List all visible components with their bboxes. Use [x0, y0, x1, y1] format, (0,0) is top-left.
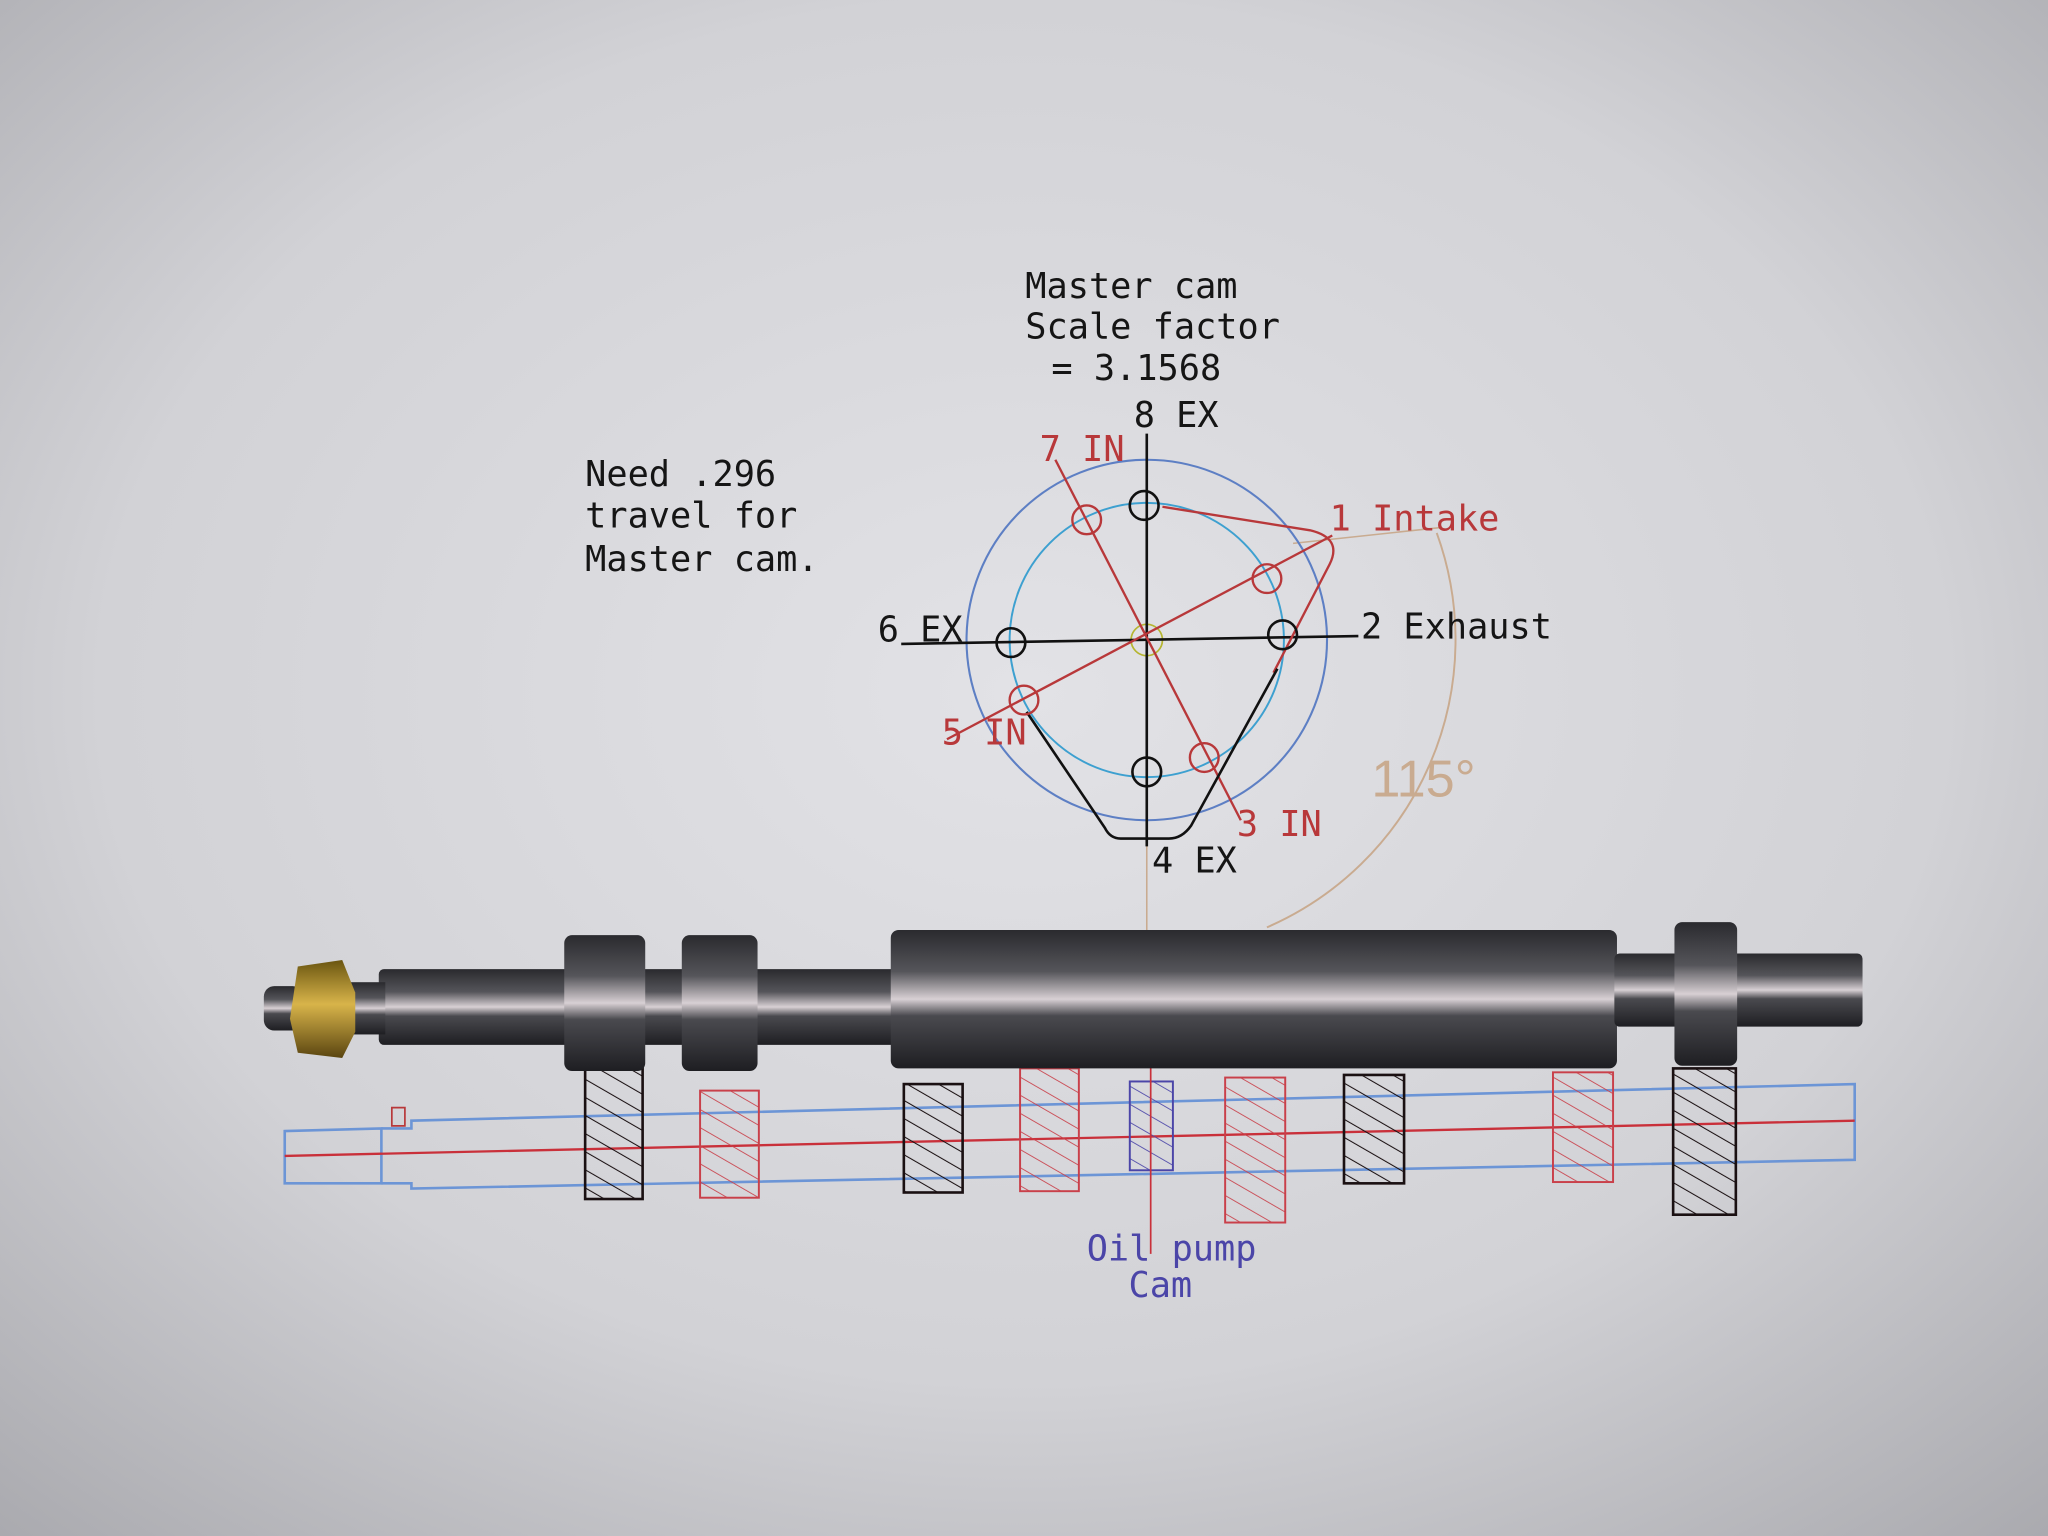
shaft-drawing: Oil pump Cam [283, 1060, 1856, 1306]
camshaft-photo [263, 922, 1863, 1072]
exhaust-lobe [1671, 1067, 1738, 1216]
shaft-collar [1674, 922, 1738, 1066]
exhaust-follower-2 [1266, 619, 1299, 651]
angle-label: 115° [1371, 751, 1475, 809]
exhaust-lobe [1342, 1073, 1406, 1185]
label-7-in: 7 IN [1040, 429, 1125, 470]
intake-follower-3 [1188, 742, 1220, 774]
label-6-ex: 6 EX [878, 609, 963, 650]
oil-pump-label: Oil pump [1087, 1228, 1257, 1269]
shaft-collar [564, 935, 646, 1072]
travel-note: Need .296 travel for Master cam. [585, 454, 818, 580]
note-line: Master cam. [585, 539, 818, 580]
label-4-ex: 4 EX [1152, 840, 1237, 881]
note-line: Master cam [1025, 266, 1237, 307]
key-outline [390, 1106, 406, 1127]
intake-follower-7 [1071, 504, 1103, 536]
exhaust-lobe [583, 1067, 644, 1201]
master-cam-note: Master cam Scale factor = 3.1568 [1025, 266, 1280, 389]
note-line: travel for [585, 496, 797, 537]
horizontal-axis [901, 634, 1359, 646]
cam-diagram: 115° 8 EX 7 IN 1 Intake 6 EX 2 Exhaust 5… [878, 395, 1552, 930]
oil-pump-label: Cam [1128, 1265, 1192, 1306]
exhaust-follower-4 [1131, 756, 1163, 788]
intake-follower-5 [1008, 684, 1040, 716]
note-line: Need .296 [585, 454, 776, 495]
intake-follower-1 [1251, 563, 1283, 595]
intake-lobe [1224, 1076, 1287, 1224]
intake-lobe [699, 1089, 760, 1199]
shaft-collar [681, 935, 758, 1072]
intake-lobe [1019, 1067, 1080, 1193]
brass-nut [289, 960, 356, 1058]
label-3-in: 3 IN [1237, 804, 1322, 845]
scale-factor-value: = 3.1568 [1051, 348, 1221, 389]
label-5-in: 5 IN [942, 712, 1027, 753]
intake-lobe [1551, 1071, 1615, 1184]
label-2-exhaust: 2 Exhaust [1361, 607, 1552, 648]
exhaust-follower-6 [995, 626, 1027, 659]
angle-ref-line [1292, 526, 1440, 545]
exhaust-lobe [902, 1082, 964, 1194]
intake-axis-7-3 [1054, 459, 1242, 821]
note-line: Scale factor [1025, 306, 1280, 347]
shaft-outline [381, 1082, 1856, 1190]
exhaust-follower-8 [1128, 489, 1160, 522]
label-8-ex: 8 EX [1134, 395, 1219, 436]
cam-profile-red [1162, 505, 1335, 674]
cam-profile-black [1025, 668, 1279, 840]
angle-arc [1266, 532, 1457, 929]
master-cam-cylinder [890, 929, 1617, 1069]
label-1-intake: 1 Intake [1330, 498, 1500, 539]
shaft-section [1614, 953, 1863, 1027]
